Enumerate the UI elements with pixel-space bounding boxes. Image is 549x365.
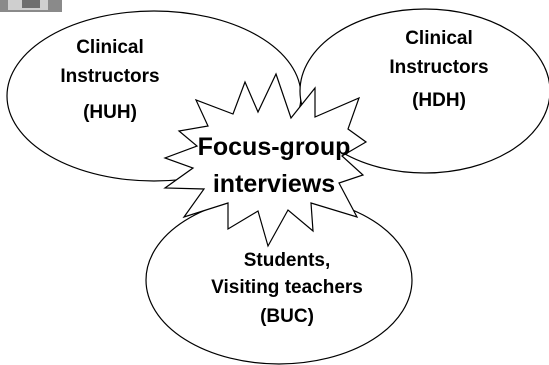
corner-photo bbox=[0, 0, 62, 12]
center-label-line-2: interviews bbox=[213, 170, 335, 198]
label-bottom-line-3: (BUC) bbox=[260, 306, 314, 327]
label-right-line-1: Clinical bbox=[405, 28, 473, 49]
starburst-shape bbox=[163, 72, 368, 248]
label-bottom-line-1: Students, bbox=[244, 250, 331, 271]
ellipse-right bbox=[299, 8, 549, 174]
label-left-line-3: (HUH) bbox=[83, 102, 137, 123]
label-left-line-1: Clinical bbox=[76, 37, 144, 58]
label-right-line-2: Instructors bbox=[389, 57, 488, 78]
center-label-line-1: Focus-group bbox=[198, 133, 351, 161]
label-left-line-2: Instructors bbox=[60, 66, 159, 87]
label-bottom-line-2: Visiting teachers bbox=[211, 277, 363, 298]
label-right-line-3: (HDH) bbox=[412, 90, 466, 111]
